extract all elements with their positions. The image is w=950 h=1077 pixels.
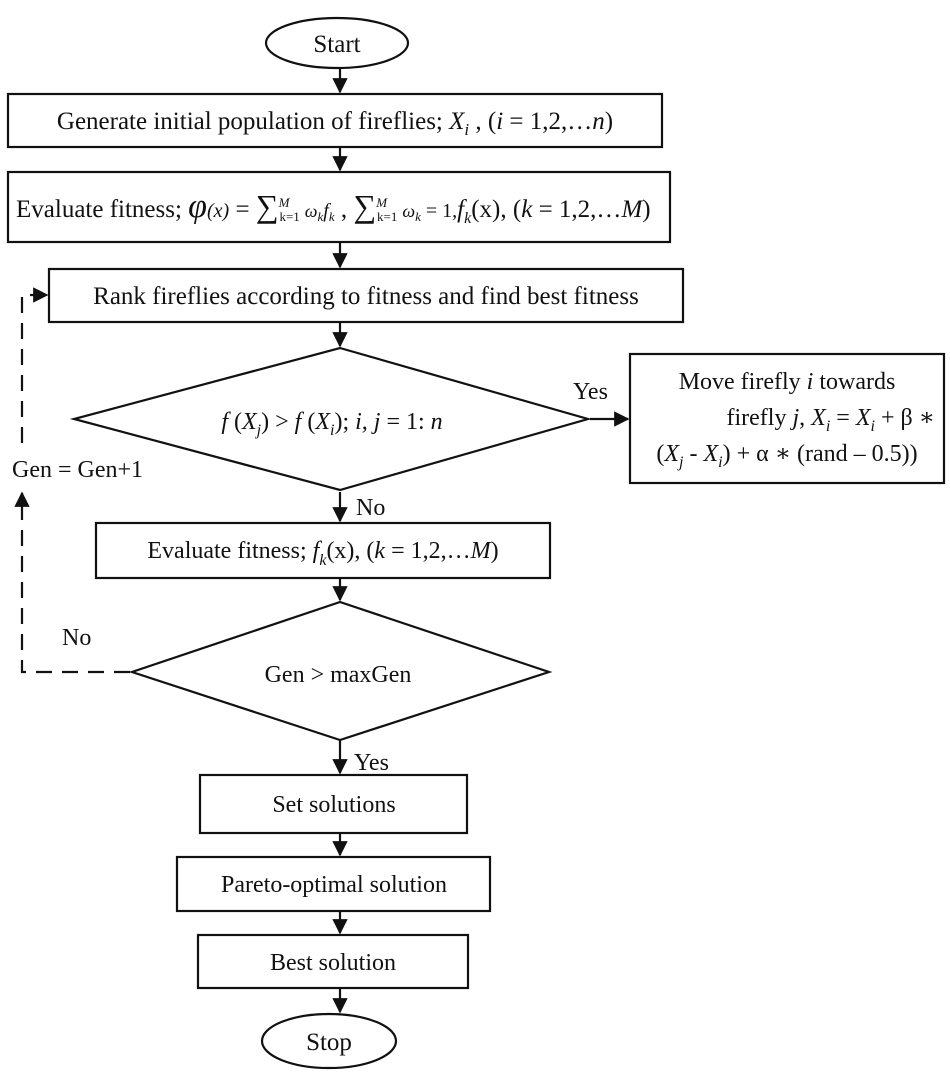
pareto-solution-label: Pareto-optimal solution bbox=[221, 872, 447, 898]
rank-fireflies-box bbox=[47, 267, 685, 324]
evaluate-fitness-k-label: Evaluate fitness; fk(x), (k = 1,2,…M) bbox=[147, 538, 498, 569]
start-label: Start bbox=[313, 31, 360, 58]
stop-label: Stop bbox=[306, 1029, 352, 1056]
gen-check-decision bbox=[128, 600, 553, 742]
compare-decision-label: f (Xj) > f (Xi); i, j = 1: n bbox=[221, 409, 442, 439]
loop-label-to-rank bbox=[20, 287, 49, 443]
set-solutions-label: Set solutions bbox=[272, 792, 395, 818]
loop-gen-to-label bbox=[14, 491, 130, 674]
stop-terminal bbox=[260, 1012, 398, 1070]
yes-label-gen: Yes bbox=[354, 750, 389, 776]
pareto-solution-box bbox=[175, 855, 492, 913]
no-label-compare: No bbox=[356, 495, 385, 521]
no-label-gen: No bbox=[62, 625, 91, 651]
generate-population-box bbox=[6, 92, 664, 149]
yes-label-compare: Yes bbox=[573, 379, 608, 405]
move-firefly-line1: Move firefly i towards bbox=[679, 369, 896, 395]
compare-decision bbox=[69, 346, 592, 492]
move-firefly-line3: (Xj - Xi) + α ∗ (rand – 0.5)) bbox=[656, 441, 917, 471]
move-firefly-line2: firefly j, Xi = Xi + β ∗ bbox=[727, 405, 936, 435]
evaluate-fitness-k-box bbox=[94, 521, 552, 580]
rank-fireflies-label: Rank fireflies according to fitness and … bbox=[93, 283, 639, 310]
set-solutions-box bbox=[198, 773, 469, 835]
best-solution-label: Best solution bbox=[270, 950, 396, 976]
evaluate-fitness-weighted-box bbox=[6, 170, 672, 244]
gen-increment-label: Gen = Gen+1 bbox=[12, 457, 143, 483]
gen-check-label: Gen > maxGen bbox=[265, 662, 412, 688]
best-solution-box bbox=[196, 933, 470, 990]
move-firefly-box bbox=[628, 352, 946, 485]
start-terminal bbox=[264, 16, 410, 70]
generate-population-label: Generate initial population of fireflies… bbox=[57, 108, 613, 139]
